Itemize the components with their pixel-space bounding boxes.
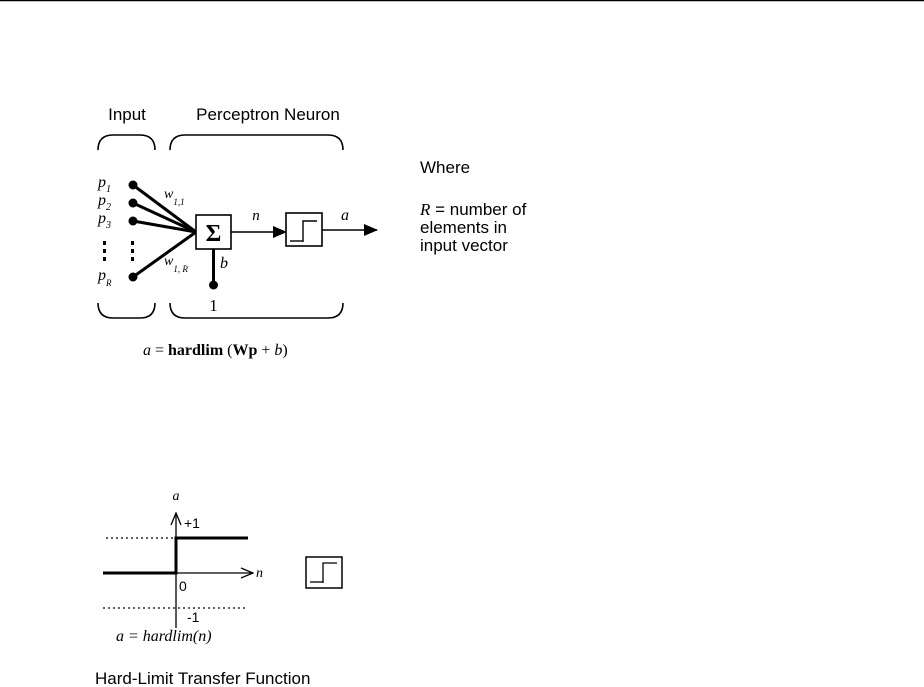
zero-label: 0 — [179, 578, 187, 594]
input-ellipsis-dots — [103, 241, 134, 261]
input-label-pR: pR — [97, 267, 112, 288]
where-heading: Where — [420, 158, 470, 177]
hardlim-icon — [290, 220, 317, 242]
minus-one-label: -1 — [187, 609, 200, 625]
output-label: a — [341, 207, 349, 224]
input-brace-top — [97, 134, 156, 151]
transfer-equation: a = hardlim(n) — [116, 628, 212, 645]
neuron-equation: a = hardlim (Wp + b) — [143, 342, 288, 359]
where-line-1: R = number of — [419, 200, 527, 219]
bias-label: b — [220, 255, 228, 272]
weight-label-bottom: w1, R — [164, 254, 188, 274]
input-brace-bottom — [97, 302, 156, 319]
hardlim-transfer-plot: a n +1 0 -1 a = hardlim(n) Hard-Limit Tr… — [95, 489, 343, 687]
net-input-label: n — [252, 208, 260, 224]
x-axis-label: n — [256, 566, 263, 581]
neuron-heading: Perceptron Neuron — [196, 105, 340, 124]
transfer-caption: Hard-Limit Transfer Function — [95, 669, 310, 687]
where-line-2: elements in — [420, 218, 507, 237]
y-axis-label: a — [173, 489, 180, 504]
where-line-3: input vector — [420, 236, 508, 255]
neuron-brace-top — [169, 134, 344, 151]
perceptron-neuron-diagram: Input Perceptron Neuron p1 p2 p3 pR — [97, 105, 378, 359]
hardlim-symbol-icon — [310, 562, 337, 583]
bias-node — [209, 280, 218, 290]
neuron-brace-bottom — [169, 302, 344, 319]
input-label-p3: p3 — [97, 210, 111, 231]
hardlim-symbol-box — [305, 556, 343, 589]
input-heading: Input — [108, 105, 146, 124]
weight-connections — [132, 183, 197, 279]
plus-one-label: +1 — [184, 515, 200, 531]
where-legend: Where R = number of elements in input ve… — [419, 158, 527, 255]
hardlim-curve — [103, 536, 248, 575]
input-label-p2: p2 — [97, 192, 111, 213]
sigma-symbol: Σ — [206, 221, 222, 247]
input-label-p1: p1 — [97, 174, 111, 195]
bias-input-value: 1 — [209, 296, 218, 315]
weight-label-top: w1,1 — [164, 187, 185, 207]
